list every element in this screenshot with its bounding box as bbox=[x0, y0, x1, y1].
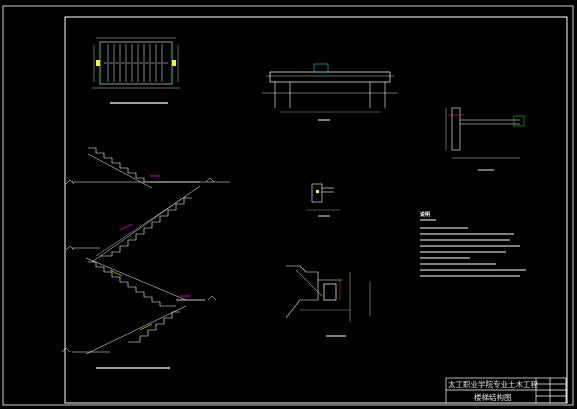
small-section-view bbox=[306, 183, 340, 217]
sheet-border bbox=[2, 5, 574, 406]
notes-heading: 说明 bbox=[420, 212, 431, 218]
drawing-title: 楼梯结构图 bbox=[474, 393, 512, 402]
notes-block bbox=[420, 219, 526, 277]
beam-elevation-view bbox=[262, 63, 398, 121]
school-title: 太工职业学院专业土木工程 bbox=[448, 380, 538, 389]
stair-plan-view bbox=[92, 37, 180, 104]
footing-detail-view bbox=[285, 265, 371, 337]
stair-section-view bbox=[61, 147, 230, 369]
title-block-frame bbox=[445, 377, 567, 404]
node-detail-view bbox=[445, 107, 525, 171]
drawing-frame bbox=[64, 16, 568, 404]
